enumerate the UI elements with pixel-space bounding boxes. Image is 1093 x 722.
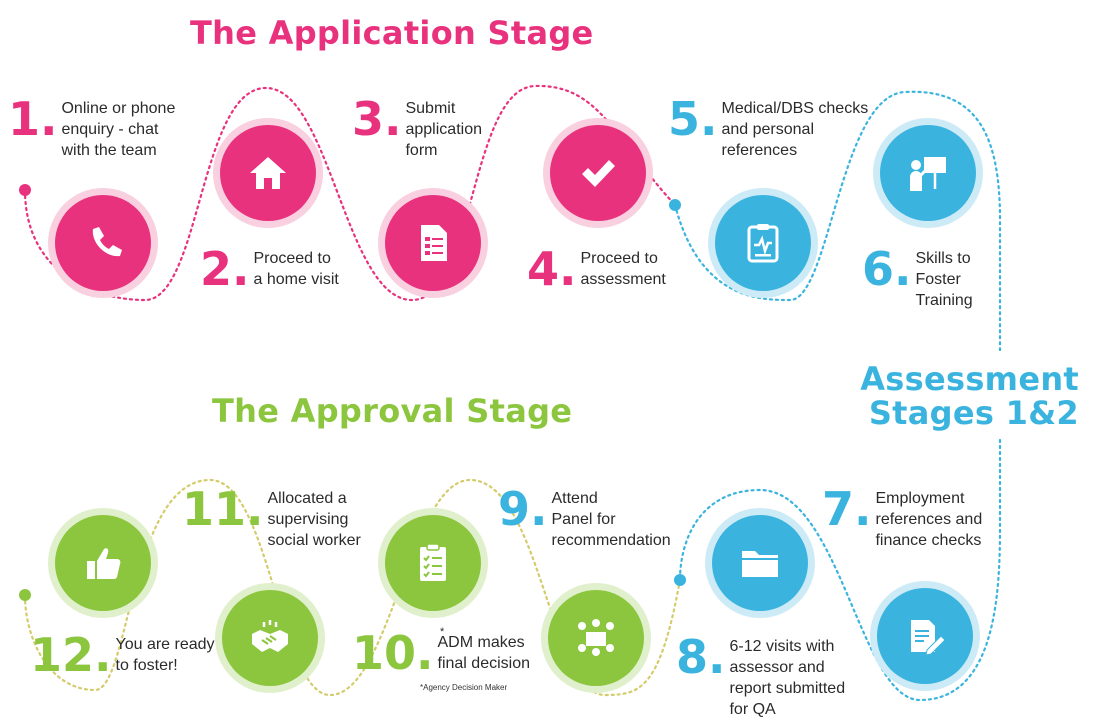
- path-start-dot: [19, 184, 31, 196]
- presentation-icon: [910, 157, 946, 191]
- step-6-circle: [880, 125, 976, 221]
- step-2-circle: [220, 125, 316, 221]
- step-7-text: Employment references and finance checks: [875, 490, 983, 549]
- step-5: 5. Medical/DBS checks and personal refer…: [668, 96, 868, 161]
- path-lower-dot: [674, 574, 686, 586]
- phone-icon: [92, 227, 122, 257]
- document-pen-icon: [911, 620, 946, 656]
- step-3-number: 3.: [352, 92, 402, 146]
- step-10-circle: [385, 515, 481, 611]
- checkmark-icon: [582, 160, 615, 187]
- step-1-circle: [55, 195, 151, 291]
- step-8-circle: [712, 515, 808, 611]
- step-11: 11. Allocated a supervising social worke…: [182, 486, 361, 551]
- adm-asterisk: *: [440, 626, 445, 638]
- step-4-number: 4.: [527, 242, 577, 296]
- approval-stage-title: The Approval Stage: [212, 392, 573, 430]
- path-mid-dot: [669, 199, 681, 211]
- thumbs-up-icon: [87, 548, 121, 579]
- step-5-text: Medical/DBS checks and personal referenc…: [721, 100, 869, 159]
- path-end-dot: [19, 589, 31, 601]
- step-9-number: 9.: [498, 482, 548, 536]
- step-11-circle: [222, 590, 318, 686]
- step-9-circle: [548, 590, 644, 686]
- step-6-number: 6.: [862, 242, 912, 296]
- step-2-number: 2.: [200, 242, 250, 296]
- home-icon: [250, 157, 286, 189]
- step-8: 8. 6-12 visits with assessor and report …: [676, 634, 845, 720]
- document-icon: [421, 225, 447, 261]
- step-7-circle: [877, 588, 973, 684]
- application-stage-title: The Application Stage: [190, 14, 594, 52]
- step-4-circle: [550, 125, 646, 221]
- step-9: 9. Attend Panel for recommendation: [498, 486, 671, 551]
- step-8-number: 8.: [676, 630, 726, 684]
- folder-icon: [742, 551, 778, 577]
- step-10-number: 10.: [352, 626, 434, 680]
- step-8-text: 6-12 visits with assessor and report sub…: [729, 638, 846, 718]
- step-1-number: 1.: [8, 92, 58, 146]
- step-6-text: Skills to Foster Training: [915, 250, 973, 309]
- step-5-number: 5.: [668, 92, 718, 146]
- step-4-text: Proceed to assessment: [580, 250, 666, 288]
- step-11-text: Allocated a supervising social worker: [267, 490, 361, 549]
- step-5-circle: [715, 195, 811, 291]
- checklist-icon: [420, 543, 446, 581]
- assessment-title-line1: Assessment: [860, 360, 1079, 398]
- step-12-circle: [55, 515, 151, 611]
- step-10-text: ADM makes final decision: [437, 634, 531, 672]
- step-3: 3. Submit application form: [352, 96, 482, 161]
- step-10: 10. ADM makes final decision: [352, 630, 530, 676]
- step-2-text: Proceed to a home visit: [253, 250, 339, 288]
- step-7: 7. Employment references and finance che…: [822, 486, 982, 551]
- step-2: 2. Proceed to a home visit: [200, 246, 339, 292]
- assessment-title-line2: Stages 1&2: [868, 394, 1079, 432]
- step-6: 6. Skills to Foster Training: [862, 246, 973, 311]
- step-12-text: You are ready to foster!: [115, 636, 215, 674]
- step-12: 12. You are ready to foster!: [30, 632, 215, 678]
- step-9-text: Attend Panel for recommendation: [551, 490, 671, 549]
- step-3-circle: [385, 195, 481, 291]
- step-7-number: 7.: [822, 482, 872, 536]
- step-1: 1. Online or phone enquiry - chat with t…: [8, 96, 175, 161]
- step-11-number: 11.: [182, 482, 264, 536]
- step-3-text: Submit application form: [405, 100, 482, 159]
- footnote: *Agency Decision Maker: [420, 683, 508, 692]
- step-4: 4. Proceed to assessment: [527, 246, 666, 292]
- step-12-number: 12.: [30, 628, 112, 682]
- clipboard-heartbeat-icon: [747, 224, 779, 263]
- step-1-text: Online or phone enquiry - chat with the …: [61, 100, 176, 159]
- panel-meeting-icon: [578, 619, 614, 656]
- handshake-icon: [252, 620, 288, 652]
- assessment-stage-title: Assessment Stages 1&2: [860, 362, 1079, 430]
